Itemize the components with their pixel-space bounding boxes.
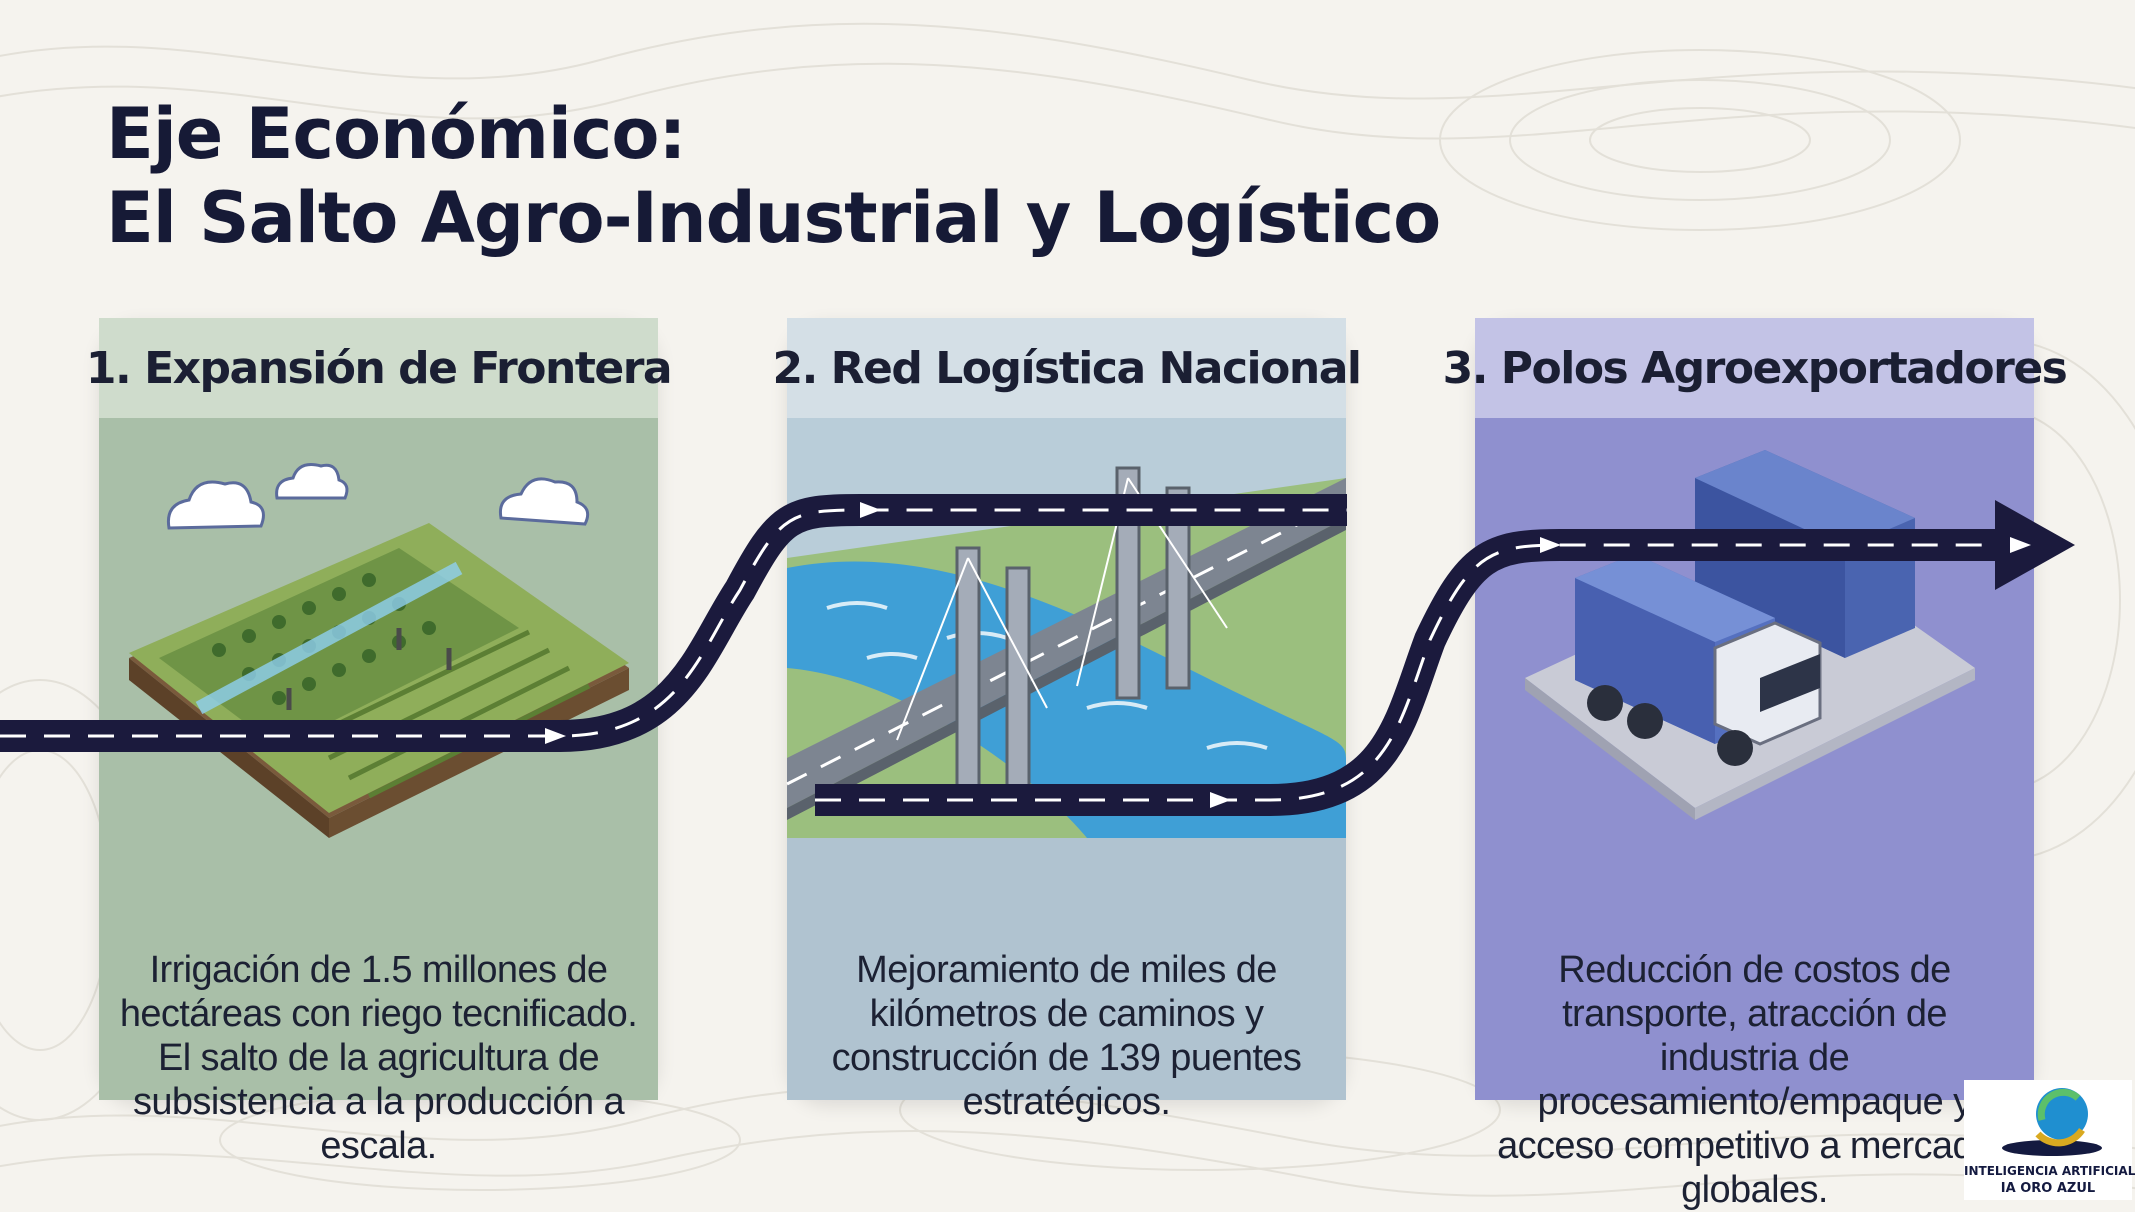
card-expansion-frontera: 1. Expansión de Frontera Irrigación de 1… <box>86 318 673 1167</box>
bridge-over-river-icon <box>786 418 1347 838</box>
card-description: Mejoramiento de miles de kilómetros de c… <box>831 949 1302 1123</box>
card-description: Reducción de costos de transporte, atrac… <box>1497 949 2012 1211</box>
card-header: 3. Polos Agroexportadores <box>1443 318 2068 418</box>
logo-text-line-2: IA ORO AZUL <box>2000 1181 2096 1196</box>
card-header: 1. Expansión de Frontera <box>86 318 673 418</box>
card-header: 2. Red Logística Nacional <box>773 318 1362 418</box>
logo: INTELIGENCIA ARTIFICIAL IA ORO AZUL <box>1964 1080 2135 1200</box>
cloud-icon <box>166 463 590 530</box>
page-title: Eje Económico: El Salto Agro-Industrial … <box>106 92 1441 260</box>
logo-text-line-1: INTELIGENCIA ARTIFICIAL <box>1964 1164 2135 1178</box>
title-line-2: El Salto Agro-Industrial y Logístico <box>106 177 1441 259</box>
card-red-logistica: 2. Red Logística Nacional Mejoramiento d… <box>773 318 1362 1123</box>
card-polos-agroexportadores: 3. Polos Agroexportadores Reducción de c… <box>1443 318 2068 1211</box>
card-description: Irrigación de 1.5 millones de hectáreas … <box>119 949 638 1167</box>
title-line-1: Eje Económico: <box>106 93 687 175</box>
ia-oro-azul-logo-icon <box>2002 1088 2102 1156</box>
irrigated-farmland-icon <box>129 463 629 838</box>
container-truck-icon <box>1525 450 1975 820</box>
